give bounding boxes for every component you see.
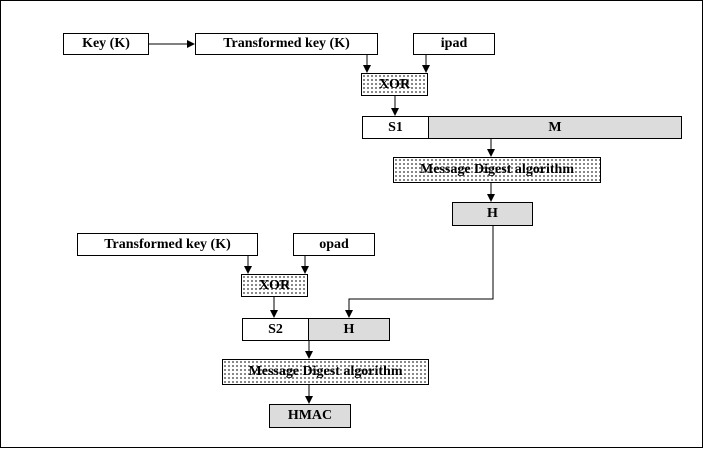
digest-box-2: Message Digest algorithm xyxy=(222,359,429,385)
m-box: M xyxy=(428,116,682,139)
xor-box-2: XOR xyxy=(241,274,308,297)
h-label-1: H xyxy=(487,206,498,221)
key-box: Key (K) xyxy=(63,33,149,55)
hmac-label: HMAC xyxy=(287,408,333,423)
ipad-label: ipad xyxy=(440,36,468,51)
digest-label-1: Message Digest algorithm xyxy=(420,162,574,177)
key-label: Key (K) xyxy=(82,36,130,51)
opad-box: opad xyxy=(293,233,375,256)
arrow-h-to-second-h xyxy=(345,226,494,318)
xor-label-2: XOR xyxy=(258,277,291,293)
h-box-2: H xyxy=(308,318,390,341)
h-box-1: H xyxy=(452,202,533,226)
s2-box: S2 xyxy=(242,318,309,341)
xor-label-1: XOR xyxy=(378,76,411,92)
ipad-box: ipad xyxy=(413,33,495,55)
digest-label-2: Message Digest algorithm xyxy=(248,364,403,379)
s1-label: S1 xyxy=(388,119,403,135)
s1-box: S1 xyxy=(362,116,429,139)
transformed-key-box-2: Transformed key (K) xyxy=(77,233,258,256)
opad-label: opad xyxy=(319,236,349,252)
hmac-box: HMAC xyxy=(269,404,351,428)
transformed-key-label-2: Transformed key (K) xyxy=(104,236,231,252)
xor-box-1: XOR xyxy=(361,73,428,96)
h-label-2: H xyxy=(343,321,355,337)
digest-box-1: Message Digest algorithm xyxy=(393,157,601,183)
s2-label: S2 xyxy=(268,321,283,337)
transformed-key-box-1: Transformed key (K) xyxy=(195,33,378,55)
transformed-key-label-1: Transformed key (K) xyxy=(223,36,350,51)
m-label: M xyxy=(548,119,562,135)
